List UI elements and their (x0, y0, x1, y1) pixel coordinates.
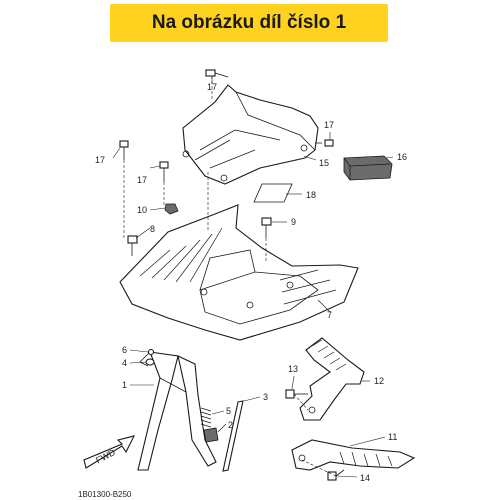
part-9-bolt (261, 217, 272, 238)
part-17-bolt-d (315, 139, 334, 147)
part-12-footrest-bracket (299, 337, 365, 421)
part-3-shaft (222, 400, 244, 472)
part-17-bolt-c (159, 161, 169, 182)
callout-5: 5 (226, 406, 231, 416)
leader-lines (112, 76, 394, 478)
callout-17a: 17 (207, 82, 217, 92)
callout-10: 10 (137, 205, 147, 215)
part-2-bumper (203, 427, 219, 443)
callout-17d: 17 (324, 120, 334, 130)
banner-title: Na obrázku díl číslo 1 (151, 12, 347, 33)
callout-3: 3 (263, 392, 268, 402)
callout-2: 2 (228, 420, 233, 430)
part-7-floorboard (119, 204, 359, 341)
callout-17c: 17 (137, 175, 147, 185)
callout-7: 7 (327, 310, 332, 320)
fwd-arrow: FWD (83, 435, 136, 469)
part-1-main-stand (137, 351, 217, 471)
callout-15: 15 (319, 158, 329, 168)
callout-labels: 17 17 17 17 15 16 18 10 8 9 7 6 4 1 3 5 … (95, 82, 407, 483)
part-17-bolt-a (205, 69, 229, 78)
part-16-pad (343, 155, 393, 181)
part-15-cover (182, 84, 319, 185)
callout-13: 13 (288, 364, 298, 374)
part-8-bolt (127, 235, 138, 256)
part-5-spring (200, 407, 212, 428)
part-13-bolt (285, 389, 308, 399)
callout-9: 9 (291, 217, 296, 227)
callout-18: 18 (306, 190, 316, 200)
callout-16: 16 (397, 152, 407, 162)
callout-14: 14 (360, 473, 370, 483)
callout-4: 4 (122, 358, 127, 368)
callout-17b: 17 (95, 155, 105, 165)
part-17-bolt-b (119, 140, 129, 160)
callout-1: 1 (122, 380, 127, 390)
callout-12: 12 (374, 376, 384, 386)
diagram-code: 1B01300-B250 (78, 490, 132, 499)
callout-11: 11 (388, 432, 397, 442)
part-6-pin (147, 348, 155, 356)
part-4-washer (145, 358, 155, 366)
part-11-footpeg (291, 439, 416, 471)
part-14-bolt (327, 469, 345, 481)
callout-8: 8 (150, 224, 155, 234)
title-banner: Na obrázku díl číslo 1 (110, 4, 388, 42)
callout-6: 6 (122, 345, 127, 355)
part-18-label (253, 183, 293, 203)
part-10-nut (164, 203, 179, 215)
